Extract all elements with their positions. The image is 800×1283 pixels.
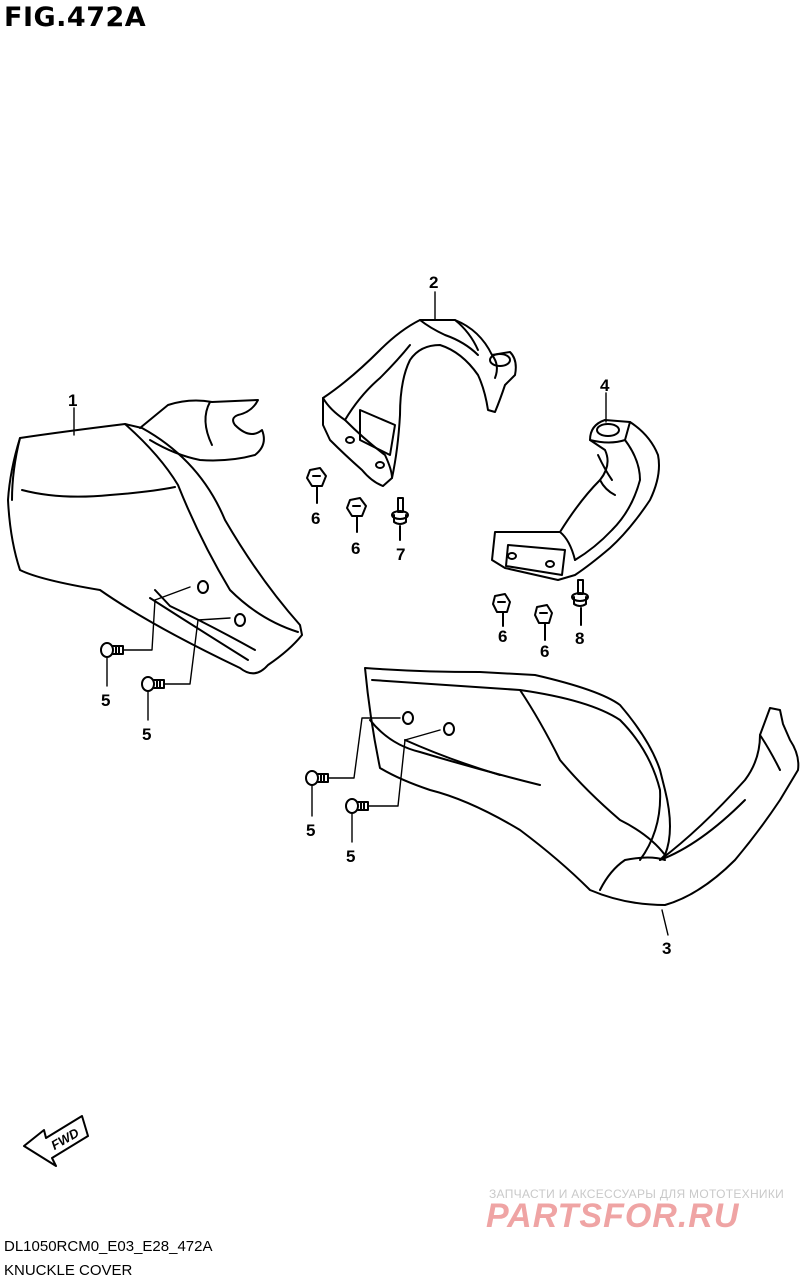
bolt-8[interactable] (571, 579, 589, 626)
bolt-7[interactable] (391, 497, 409, 541)
callout-6a: 6 (311, 509, 320, 528)
fwd-arrow-icon: FWD (23, 1115, 89, 1167)
callout-6d: 6 (540, 642, 549, 661)
callout-5d: 5 (346, 847, 355, 866)
part-1-left-knuckle-cover[interactable] (7, 399, 303, 675)
part-4-bracket[interactable] (491, 419, 660, 581)
callout-2: 2 (429, 273, 438, 292)
callout-6c: 6 (498, 627, 507, 646)
figure-title: FIG.472A (4, 2, 147, 33)
watermark-logo: PARTSFOR.RU (486, 1197, 740, 1235)
clip-nut-6c[interactable] (492, 593, 511, 627)
clip-nut-6d[interactable] (534, 604, 553, 641)
callout-5a: 5 (101, 691, 110, 710)
callout-3: 3 (662, 939, 671, 958)
part-2-bracket[interactable] (322, 319, 517, 487)
callout-5b: 5 (142, 725, 151, 744)
callout-8: 8 (575, 629, 584, 648)
clip-nut-6a[interactable] (306, 467, 327, 504)
callout-5c: 5 (306, 821, 315, 840)
callout-1: 1 (68, 391, 77, 410)
screw-5a[interactable] (100, 642, 124, 658)
screw-5c[interactable] (305, 770, 329, 786)
screw-5b[interactable] (141, 676, 165, 692)
screw-leader-lines (122, 586, 441, 807)
figure-name: KNUCKLE COVER (4, 1262, 133, 1279)
callout-6b: 6 (351, 539, 360, 558)
watermark-tagline: ЗАПЧАСТИ И АКСЕССУАРЫ ДЛЯ МОТОТЕХНИКИ (489, 1187, 785, 1201)
clip-nut-6b[interactable] (346, 497, 367, 533)
callout-leader-lines (73, 291, 669, 936)
callout-7: 7 (396, 545, 405, 564)
part-3-right-knuckle-cover[interactable] (364, 667, 800, 906)
screw-5d[interactable] (345, 798, 369, 814)
callout-4: 4 (600, 376, 610, 395)
figure-code: DL1050RCM0_E03_E28_472A (4, 1238, 213, 1255)
